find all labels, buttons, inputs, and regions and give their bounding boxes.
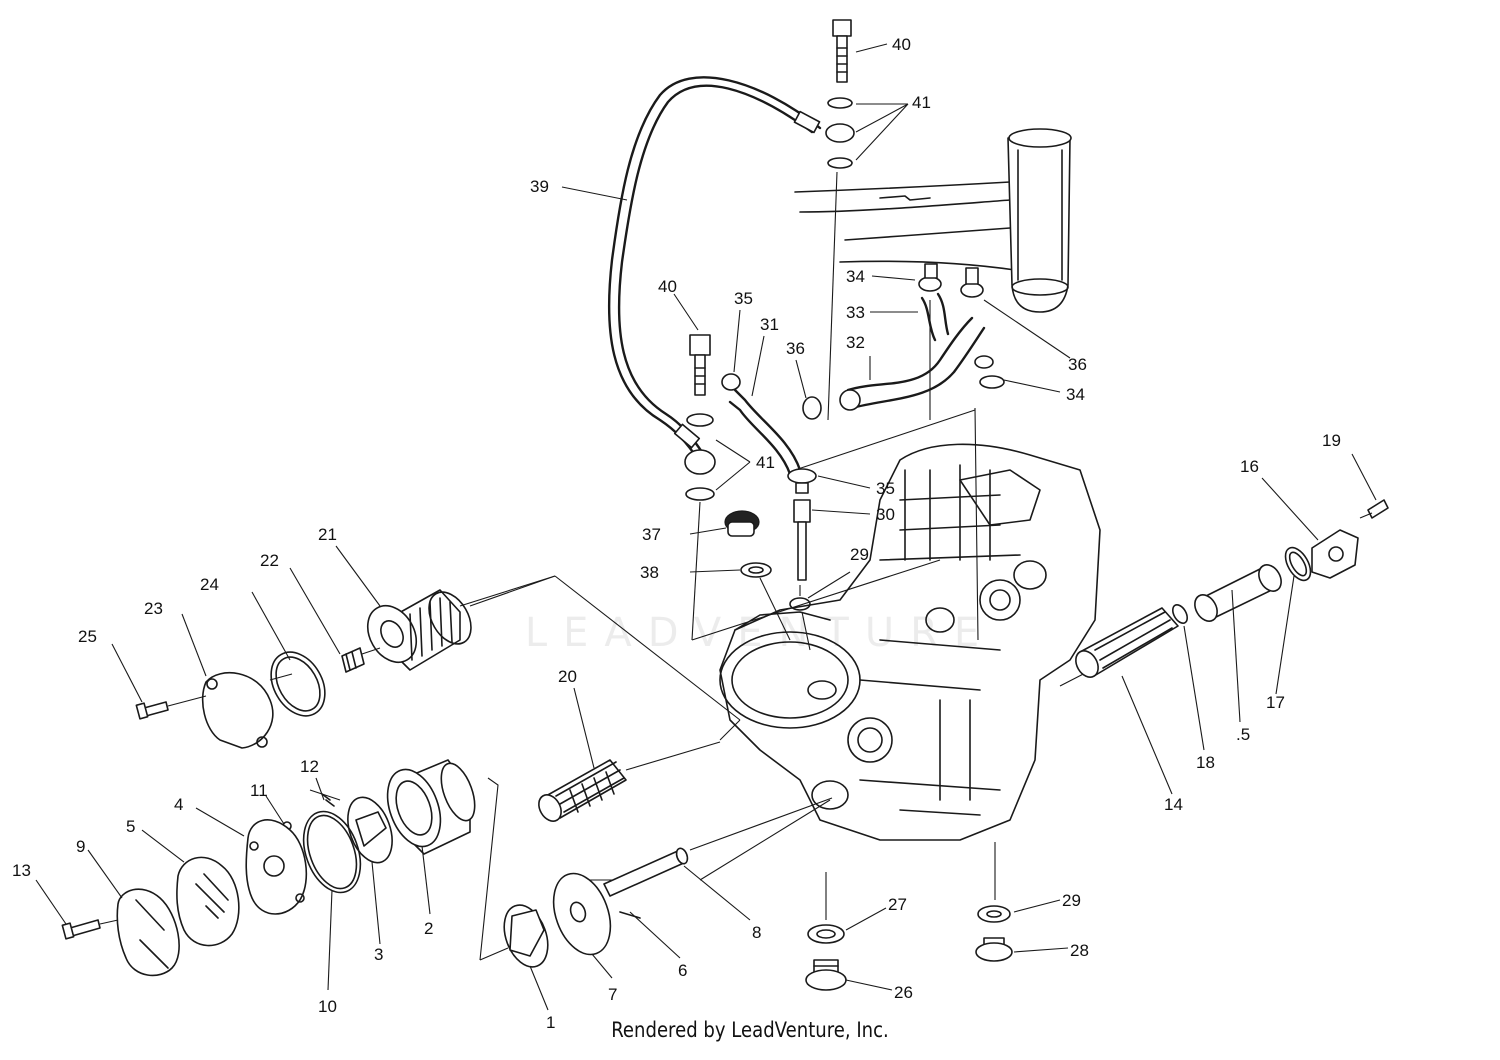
breather-hoses: [721, 263, 1005, 476]
strainer-20: [538, 741, 721, 822]
callout-10: 10: [318, 997, 337, 1016]
callout-31: 31: [760, 315, 779, 334]
drain-plugs-bottom: [805, 842, 1013, 991]
callout-18: 18: [1196, 753, 1215, 772]
right-shaft-assembly: [1075, 499, 1389, 678]
callout-22: 22: [260, 551, 279, 570]
engine-block: [719, 443, 1101, 841]
callout-7: 7: [608, 985, 617, 1004]
callout-5: 5: [126, 817, 135, 836]
frame-tube: [794, 128, 1072, 313]
callout-35: 35: [734, 289, 753, 308]
oil-fitting-30: [787, 468, 817, 651]
callout-26: 26: [894, 983, 913, 1002]
callout-29: 29: [850, 545, 869, 564]
callout-14: 14: [1164, 795, 1183, 814]
callout-9: 9: [76, 837, 85, 856]
callout-41: 41: [912, 93, 931, 112]
callout-25: 25: [78, 627, 97, 646]
callout-4: 4: [174, 795, 183, 814]
callout-19: 19: [1322, 431, 1341, 450]
callout-11: 11: [250, 781, 268, 800]
callout-3: 3: [374, 945, 383, 964]
callout-17: 17: [1266, 693, 1285, 712]
callout-labels: 40 41 39 34 33 32 36 34 40 35 31 36 41 3…: [12, 35, 1341, 1032]
callout-40: 40: [658, 277, 677, 296]
callout-15: .5: [1236, 725, 1250, 744]
banjo-bolt-lower: [684, 334, 716, 641]
callout-20: 20: [558, 667, 577, 686]
callout-35: 35: [876, 479, 895, 498]
callout-6: 6: [678, 961, 687, 980]
drain-plug-37: [724, 510, 791, 641]
callout-33: 33: [846, 303, 865, 322]
callout-2: 2: [424, 919, 433, 938]
callout-12: 12: [300, 757, 319, 776]
callout-28: 28: [1070, 941, 1089, 960]
callout-27: 27: [888, 895, 907, 914]
pump-rotor-shaft: [503, 797, 833, 968]
callout-39: 39: [530, 177, 549, 196]
callout-32: 32: [846, 333, 865, 352]
callout-38: 38: [640, 563, 659, 582]
callout-29: 29: [1062, 891, 1081, 910]
callout-36: 36: [786, 339, 805, 358]
callout-8: 8: [752, 923, 761, 942]
callout-23: 23: [144, 599, 163, 618]
callout-34: 34: [1066, 385, 1085, 404]
banjo-bolt-top: [825, 19, 855, 421]
callout-34: 34: [846, 267, 865, 286]
callout-37: 37: [642, 525, 661, 544]
callout-21: 21: [318, 525, 337, 544]
callout-16: 16: [1240, 457, 1259, 476]
callout-leaders: [35, 43, 1377, 1011]
footer-credit: Rendered by LeadVenture, Inc.: [611, 1018, 889, 1042]
callout-36: 36: [1068, 355, 1087, 374]
callout-40: 40: [892, 35, 911, 54]
callout-13: 13: [12, 861, 31, 880]
callout-41: 41: [756, 453, 775, 472]
callout-1: 1: [546, 1013, 555, 1032]
callout-30: 30: [876, 505, 895, 524]
oil-pump-assembly: [61, 759, 476, 977]
oil-line-hose: [607, 76, 822, 464]
oil-filter-assembly: [135, 575, 556, 749]
callout-24: 24: [200, 575, 219, 594]
